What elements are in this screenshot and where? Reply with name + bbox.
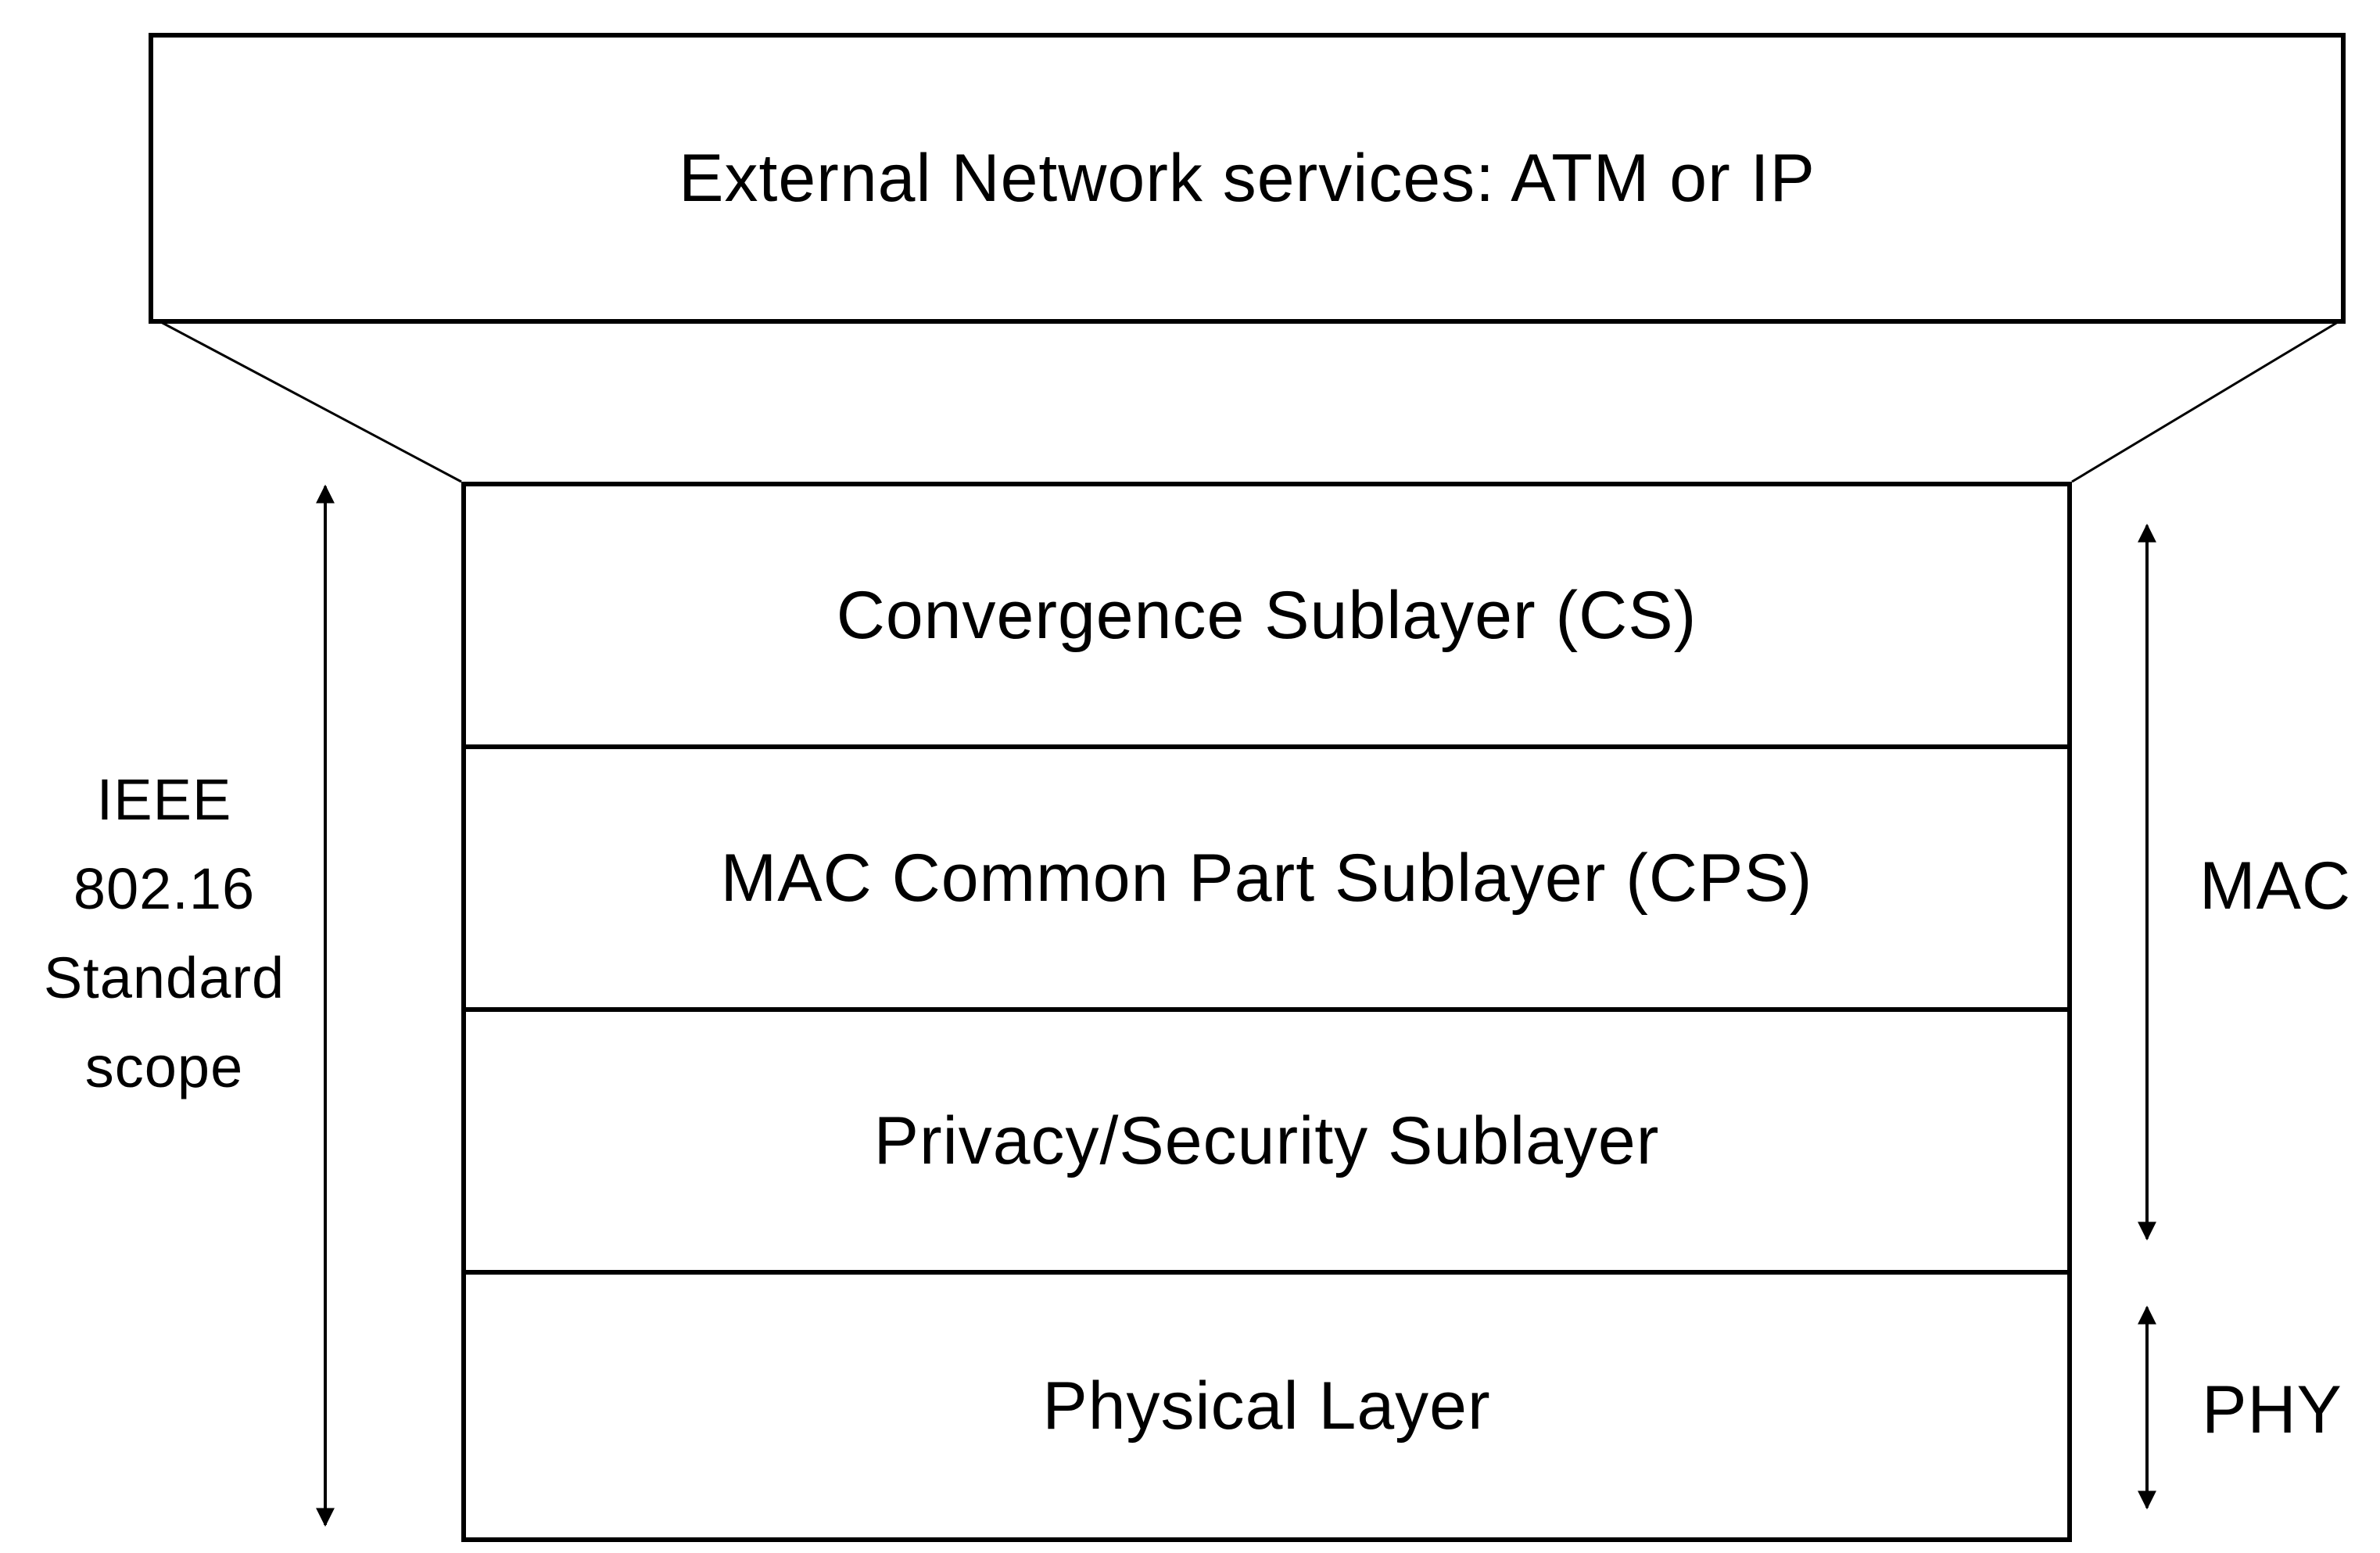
mac-cps-box: MAC Common Part Sublayer (CPS) — [466, 749, 2067, 1012]
convergence-sublayer-box: Convergence Sublayer (CS) — [466, 486, 2067, 749]
external-network-label: External Network services: ATM or IP — [679, 140, 1815, 216]
convergence-sublayer-label: Convergence Sublayer (CS) — [836, 577, 1697, 653]
scope-line-3: Standard — [43, 945, 285, 1010]
funnel-line-left — [160, 321, 462, 483]
mac-label: MAC — [2199, 848, 2352, 924]
physical-layer-box: Physical Layer — [466, 1275, 2067, 1537]
scope-line-2: 802.16 — [73, 856, 256, 921]
ieee-scope-label: IEEE 802.16 Standard scope — [23, 755, 305, 1112]
scope-line-1: IEEE — [96, 767, 232, 832]
scope-line-4: scope — [84, 1035, 244, 1099]
physical-layer-label: Physical Layer — [1042, 1368, 1491, 1444]
layer-stack: Convergence Sublayer (CS) MAC Common Par… — [461, 482, 2072, 1542]
funnel-line-right — [2071, 321, 2339, 483]
privacy-security-box: Privacy/Security Sublayer — [466, 1012, 2067, 1275]
privacy-security-label: Privacy/Security Sublayer — [873, 1103, 1660, 1178]
phy-label: PHY — [2202, 1372, 2342, 1447]
external-network-box: External Network services: ATM or IP — [149, 33, 2346, 324]
mac-cps-label: MAC Common Part Sublayer (CPS) — [720, 840, 1813, 916]
